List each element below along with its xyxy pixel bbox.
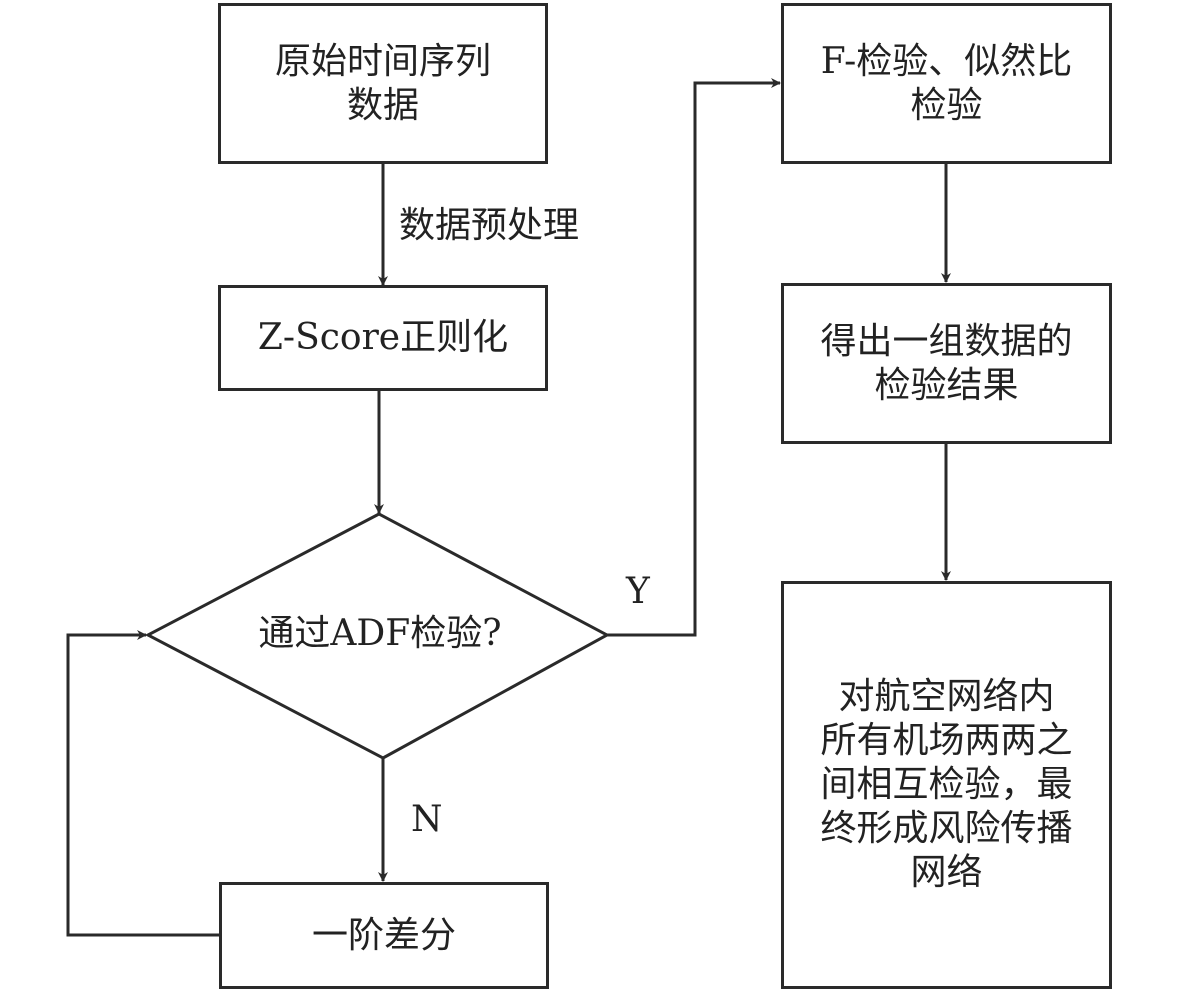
node-test-result-label: 得出一组数据的 检验结果 [820,320,1073,406]
edge-label-preprocess: 数据预处理 [399,205,580,246]
arrow-decision-yes [607,78,781,637]
node-raw-data: 原始时间序列 数据 [218,3,548,164]
node-risk-network-label: 对航空网络内 所有机场两两之 间相互检验，最 终形成风险传播 网络 [820,676,1073,893]
node-f-test-label: F-检验、似然比 检验 [820,40,1073,126]
decision-diamond [144,512,611,760]
node-first-difference-label: 一阶差分 [311,914,456,956]
edge-label-yes: Y [626,571,650,612]
node-zscore: Z-Score正则化 [218,285,548,391]
decision-adf-label: 通过ADF检验? [258,613,502,654]
node-raw-data-label: 原始时间序列 数据 [274,40,491,126]
node-zscore-label: Z-Score正则化 [257,317,509,358]
node-risk-network: 对航空网络内 所有机场两两之 间相互检验，最 终形成风险传播 网络 [781,581,1112,989]
node-first-difference: 一阶差分 [219,882,549,989]
arrow-loop-back [66,630,219,937]
edge-label-no: N [411,799,443,840]
node-test-result: 得出一组数据的 检验结果 [781,283,1112,444]
node-f-test: F-检验、似然比 检验 [781,3,1112,164]
